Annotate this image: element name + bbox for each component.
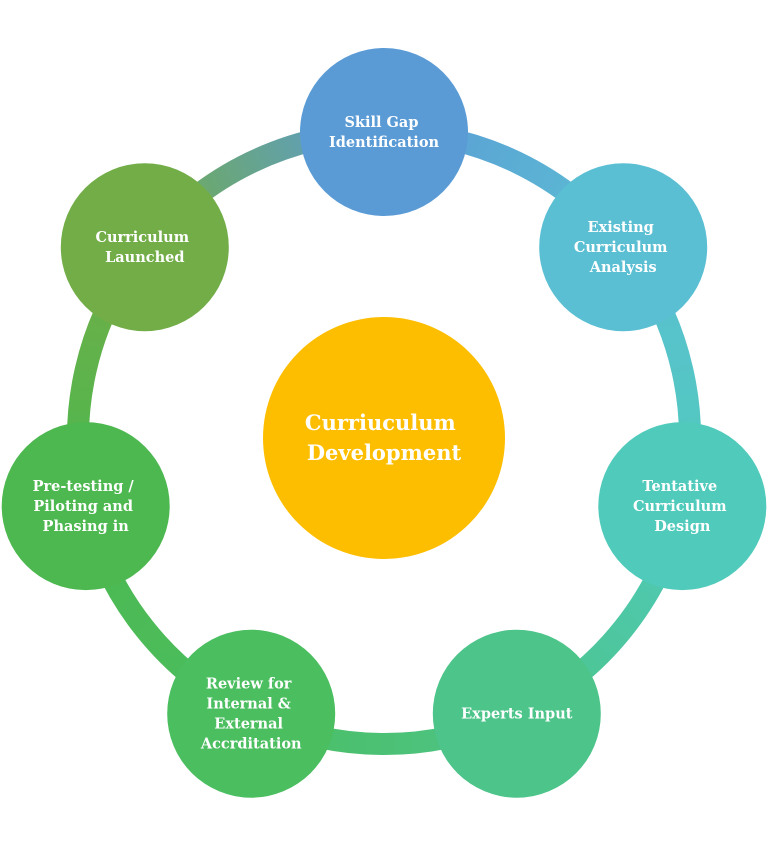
step-node-skill-gap: Skill Gap Identification xyxy=(300,48,468,216)
step-label-line: Experts Input xyxy=(461,706,573,723)
step-label: Skill Gap Identification xyxy=(329,114,440,151)
step-circle xyxy=(539,163,708,332)
step-label-line: Existing xyxy=(588,219,654,236)
step-label: Experts Input xyxy=(461,706,573,723)
step-node-tentative-design: Tentative Curriculum Design xyxy=(598,422,767,591)
step-label-line: Piloting and xyxy=(33,498,133,515)
step-label-line: Identification xyxy=(329,134,440,151)
step-label-line: Tentative xyxy=(642,478,717,495)
step-label: Review for Internal & External Accrditat… xyxy=(200,676,302,753)
step-node-experts-input: Experts Input xyxy=(432,629,601,798)
step-label-line: Phasing in xyxy=(43,518,130,535)
center-circle xyxy=(263,317,505,559)
step-label-line: Review for xyxy=(206,676,292,693)
step-label-line: Launched xyxy=(105,249,184,266)
step-label-line: Design xyxy=(654,518,711,535)
step-label-line: Skill Gap xyxy=(344,114,418,131)
step-node-review-accreditation: Review for Internal & External Accrditat… xyxy=(167,629,336,798)
step-label-line: Curriculum xyxy=(633,498,727,515)
step-label-line: Accrditation xyxy=(200,736,302,753)
step-circle xyxy=(432,629,601,798)
center-title: Curriuculum Development xyxy=(305,410,463,465)
step-circle xyxy=(60,163,229,332)
step-label: Tentative Curriculum Design xyxy=(633,478,732,535)
step-circle xyxy=(167,629,336,798)
center-title-line: Curriuculum xyxy=(305,410,456,435)
step-label-line: Pre-testing / xyxy=(33,478,135,495)
step-node-existing-analysis: Existing Curriculum Analysis xyxy=(539,163,708,332)
step-circle xyxy=(1,422,170,591)
step-label-line: External xyxy=(214,716,283,733)
step-circle xyxy=(598,422,767,591)
step-label: Pre-testing / Piloting and Phasing in xyxy=(33,478,139,535)
step-label: Existing Curriculum Analysis xyxy=(574,219,673,276)
center-node: Curriuculum Development xyxy=(263,317,505,559)
center-title-line: Development xyxy=(307,440,462,465)
step-label-line: Internal & xyxy=(206,696,290,713)
step-label-line: Curriculum xyxy=(574,239,668,256)
step-label-line: Curriculum xyxy=(95,229,189,246)
step-node-pretesting-piloting: Pre-testing / Piloting and Phasing in xyxy=(1,422,170,591)
step-node-curriculum-launched: Curriculum Launched xyxy=(60,163,229,332)
step-label-line: Analysis xyxy=(589,259,657,276)
step-circle xyxy=(300,48,468,216)
step-label: Curriculum Launched xyxy=(95,229,194,266)
